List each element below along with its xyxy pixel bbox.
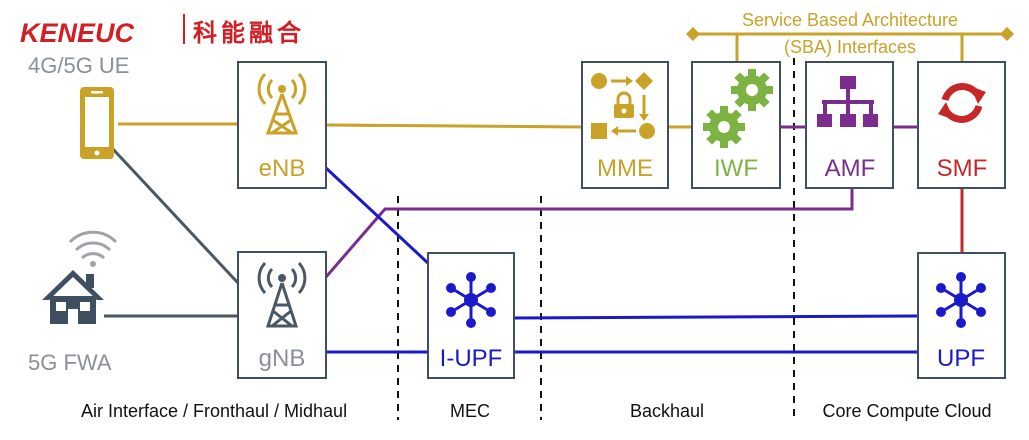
iwf-label: IWF bbox=[714, 155, 758, 182]
link-enb-mme bbox=[325, 123, 583, 129]
iupf-label: I-UPF bbox=[440, 345, 503, 372]
smf-label: SMF bbox=[937, 155, 988, 182]
hierarchy-icon bbox=[817, 76, 878, 127]
sba-title-line1: Service Based Architecture bbox=[742, 10, 958, 30]
iwf-node: IWF bbox=[691, 61, 781, 189]
enb-node: eNB bbox=[237, 61, 327, 189]
zone-mec: MEC bbox=[450, 401, 490, 421]
mme-node: MME bbox=[581, 61, 669, 189]
link-iupf-upf bbox=[513, 314, 919, 320]
connections bbox=[104, 122, 964, 354]
zone-dividers bbox=[397, 58, 795, 420]
zone-air: Air Interface / Fronthaul / Midhaul bbox=[81, 401, 347, 421]
link-ue-gnb bbox=[110, 146, 240, 285]
hub-network-icon bbox=[446, 272, 496, 328]
company-logo: KENEUC 科能融合 bbox=[20, 14, 305, 48]
ue-label: 4G/5G UE bbox=[28, 53, 129, 78]
house-wifi-icon bbox=[42, 230, 118, 324]
fwa-label: 5G FWA bbox=[28, 350, 112, 375]
hub-network-icon bbox=[936, 272, 986, 328]
cell-tower-icon bbox=[257, 261, 307, 328]
sba-title-line2: (SBA) Interfaces bbox=[784, 37, 916, 57]
upf-label: UPF bbox=[937, 345, 985, 372]
enb-label: eNB bbox=[259, 155, 306, 182]
logo-chinese: 科能融合 bbox=[193, 19, 305, 47]
refresh-arrowhead bbox=[938, 102, 954, 120]
refresh-arrowhead bbox=[970, 86, 986, 104]
logo-brand: KENEUC bbox=[20, 18, 135, 48]
upf-node: UPF bbox=[917, 252, 1006, 379]
link-amf-gnb bbox=[324, 188, 854, 278]
sba-bracket: Service Based Architecture (SBA) Interfa… bbox=[686, 10, 1014, 64]
smf-node: SMF bbox=[917, 61, 1006, 189]
zone-backhaul: Backhaul bbox=[630, 401, 704, 421]
zone-labels: Air Interface / Fronthaul / Midhaul MEC … bbox=[81, 401, 992, 421]
gnb-node: gNB bbox=[237, 251, 327, 379]
cell-tower-icon bbox=[257, 72, 307, 135]
link-enb-iupf bbox=[324, 166, 432, 267]
gnb-label: gNB bbox=[259, 345, 306, 372]
smartphone-icon bbox=[80, 87, 114, 159]
iupf-node: I-UPF bbox=[427, 252, 515, 379]
zone-core: Core Compute Cloud bbox=[822, 401, 991, 421]
amf-node: AMF bbox=[805, 61, 894, 189]
mme-label: MME bbox=[597, 155, 653, 182]
flow-lock-icon bbox=[591, 72, 655, 139]
amf-label: AMF bbox=[825, 155, 876, 182]
